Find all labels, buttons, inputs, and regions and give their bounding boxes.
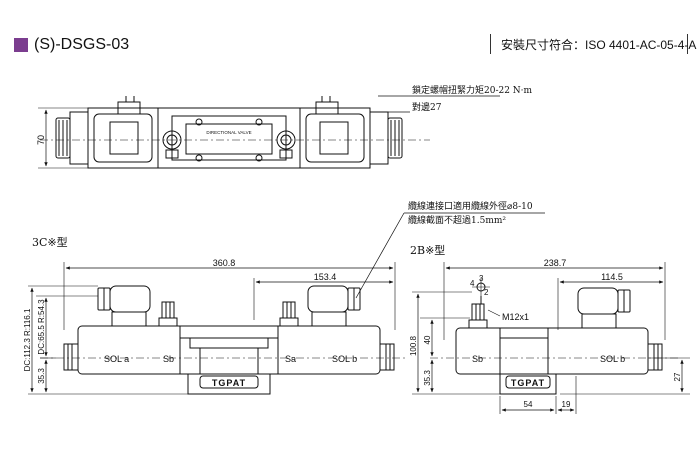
2b-dim-100: 100.8 (409, 335, 418, 356)
2b-half-width: 114.5 (601, 272, 623, 282)
2b-sb: Sb (472, 354, 483, 364)
model-title: (S)-DSGS-03 (34, 36, 130, 53)
3c-sa: Sa (285, 354, 296, 364)
3c-dim-35: 35.3 (37, 368, 46, 384)
3c-sb: Sb (163, 354, 174, 364)
2b-dim-54: 54 (524, 400, 533, 409)
cable-od-note: 纜線連接口適用纜線外徑⌀8-10 (408, 200, 533, 212)
top-height-dim: 70 (36, 135, 46, 145)
cable-leader (355, 212, 545, 299)
header-row: (S)-DSGS-03 安裝尺寸符合：ISO 4401-AC-05-4-A (0, 34, 700, 58)
3c-brand: TGPAT (212, 378, 246, 388)
2b-dim-27: 27 (673, 372, 682, 381)
3c-dim-dc65: DC:65.5 R:54.3 (37, 299, 46, 355)
cable-section-note: 纜線截面不超過1.5mm² (408, 214, 506, 226)
2b-port-3: 3 (479, 274, 484, 283)
2b-overall-width: 238.7 (544, 258, 567, 268)
mounting-spec: 安裝尺寸符合：ISO 4401-AC-05-4-A (501, 38, 697, 52)
3c-dim-dc112: DC:112.3 R:116.1 (23, 308, 32, 371)
torque-note: 鎖定螺帽扭緊力矩20-22 N·m (412, 84, 533, 96)
3c-sol-a: SOL a (104, 354, 129, 364)
top-view (38, 95, 500, 169)
3c-overall-width: 360.8 (213, 258, 236, 268)
3c-half-width: 153.4 (314, 272, 337, 282)
2b-dim-19: 19 (562, 400, 571, 409)
view-3c (28, 262, 406, 395)
2b-thread: M12x1 (502, 312, 529, 322)
title-marker (14, 38, 28, 52)
view-2b-title: 2B※型 (410, 243, 445, 257)
wrench-note: 對邊27 (412, 101, 442, 113)
2b-sol-b: SOL b (600, 354, 625, 364)
view-2b (412, 262, 690, 414)
2b-port-4: 4 (470, 279, 475, 288)
2b-dim-35: 35.3 (423, 370, 432, 386)
2b-port-2: 2 (484, 288, 489, 297)
spec-box: 安裝尺寸符合：ISO 4401-AC-05-4-A (490, 34, 696, 54)
3c-sol-b: SOL b (332, 354, 357, 364)
nameplate-text: DIRECTIONAL VALVE (206, 130, 251, 135)
2b-brand: TGPAT (511, 378, 545, 388)
2b-dim-40: 40 (423, 335, 432, 344)
view-3c-title: 3C※型 (32, 235, 68, 249)
